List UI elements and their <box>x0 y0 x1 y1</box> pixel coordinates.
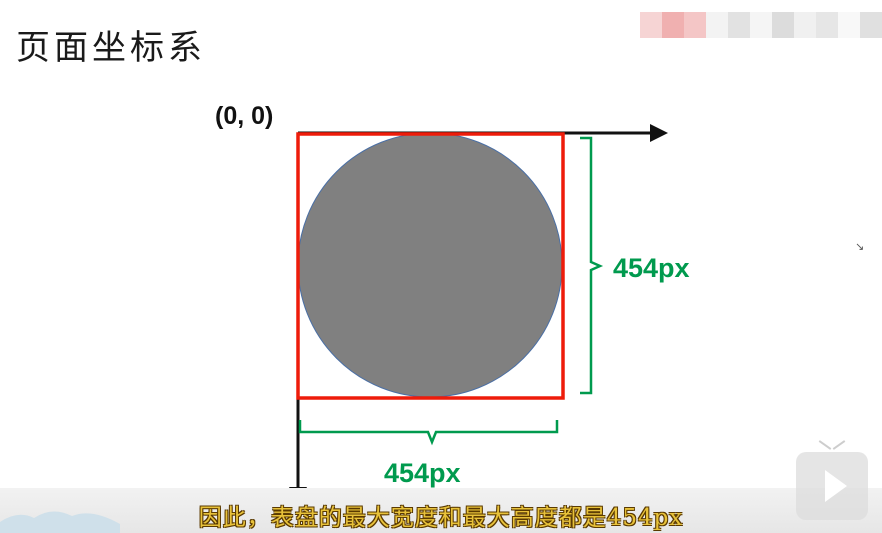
subtitle-band <box>0 488 882 533</box>
mouse-cursor-icon: ↘ <box>855 240 865 253</box>
page-title: 页面坐标系 <box>16 28 206 68</box>
hills-decoration-icon <box>0 511 120 533</box>
subtitle-caption: 因此，表盘的最大宽度和最大高度都是454px <box>198 505 684 531</box>
watch-face-circle <box>297 132 563 398</box>
origin-label: (0, 0) <box>215 102 274 130</box>
height-label: 454px <box>613 253 690 283</box>
bounding-box <box>296 132 565 400</box>
play-button[interactable] <box>796 452 868 520</box>
width-label: 454px <box>384 458 461 488</box>
height-brace <box>580 136 604 395</box>
blurred-watermark <box>640 12 882 38</box>
play-icon <box>825 470 847 502</box>
width-brace <box>298 420 559 446</box>
x-axis-arrowhead <box>650 124 668 142</box>
